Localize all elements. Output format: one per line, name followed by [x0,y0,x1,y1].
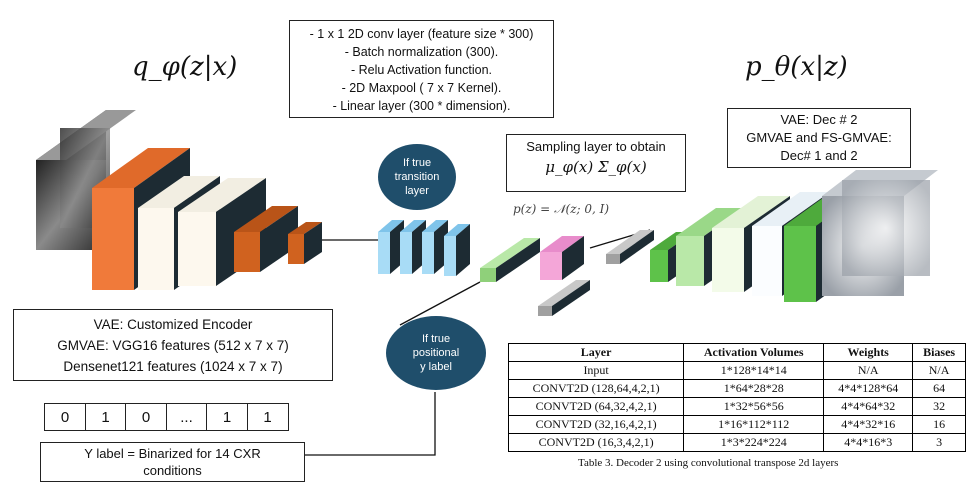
table-caption: Table 3. Decoder 2 using convolutional t… [578,457,839,469]
circle-line: If true [402,157,432,169]
decoder-note-box: VAE: Dec # 2 GMVAE and FS-GMVAE: Dec# 1 … [727,108,911,168]
table-cell: 4*4*128*64 [823,379,914,398]
table-cell: 32 [912,397,966,416]
table-cell: 1*32*56*56 [683,397,825,416]
label-cell: 0 [125,403,167,431]
encoder-note-line: Densenet121 features (1024 x 7 x 7) [63,359,283,374]
table-cell: N/A [912,361,966,380]
table-cell: 4*4*32*16 [823,415,914,434]
table-row: Input 1*128*14*14 N/A N/A [507,361,966,380]
sampling-title: Sampling layer to obtain [526,139,666,154]
table-header-row: Layer Activation Volumes Weights Biases [507,343,966,362]
table-row: CONVT2D (128,64,4,2,1) 1*64*28*28 4*4*12… [507,379,966,398]
sampling-formula: μ_φ(x) Σ_φ(x) [545,158,647,176]
table-cell: 1*64*28*28 [683,379,825,398]
label-cell: ... [165,403,208,431]
label-cell: 1 [84,403,127,431]
table-cell: 3 [912,433,966,452]
decoder-title: p_θ(x|z) [745,52,848,82]
label-cell: 0 [44,403,86,431]
latent-vector-green [480,238,540,282]
table-cell: CONVT2D (32,16,4,2,1) [507,415,685,434]
table-cell: CONVT2D (64,32,4,2,1) [507,397,685,416]
table-header-cell: Layer [507,343,685,362]
table-header-cell: Biases [912,343,966,362]
conv-line: - Relu Activation function. [350,63,493,77]
y-label-vector: 0 1 0 ... 1 1 [44,403,289,431]
conv-description-box: - 1 x 1 2D conv layer (feature size * 30… [289,20,554,118]
table-row: CONVT2D (64,32,4,2,1) 1*32*56*56 4*4*64*… [507,397,966,416]
encoder-block [234,206,298,272]
transition-layer-circle: If true transition layer [378,144,456,210]
table-header-cell: Weights [823,343,914,362]
table-cell: 16 [912,415,966,434]
table-cell: N/A [823,361,914,380]
table-cell: 1*128*14*14 [683,361,825,380]
latent-mean-gray [538,280,590,316]
table-row: CONVT2D (32,16,4,2,1) 1*16*112*112 4*4*3… [507,415,966,434]
latent-sample-pink [540,236,584,280]
table-cell: CONVT2D (128,64,4,2,1) [507,379,685,398]
decoder-note-line: GMVAE and FS-GMVAE: [746,130,892,145]
decoder-note-line: Dec# 1 and 2 [780,148,858,163]
decoder-table: Layer Activation Volumes Weights Biases … [507,343,966,452]
encoder-note-line: GMVAE: VGG16 features (512 x 7 x 7) [57,338,289,353]
table-cell: 1*3*224*224 [683,433,825,452]
label-cell: 1 [246,403,289,431]
prior-formula: p(z) = 𝒩(z; 0, I) [513,202,610,216]
conv-line: - Batch normalization (300). [344,45,499,59]
decoder-note-line: VAE: Dec # 2 [780,112,858,127]
circle-line: positional [412,347,460,359]
transition-layer-blocks [378,220,470,276]
label-cell: 1 [206,403,248,431]
table-cell: 4*4*64*32 [823,397,914,416]
conv-line: - 1 x 1 2D conv layer (feature size * 30… [309,27,534,41]
encoder-note-line: VAE: Customized Encoder [93,317,253,332]
circle-line: layer [405,185,429,197]
sampling-layer-box: Sampling layer to obtain μ_φ(x) Σ_φ(x) [506,134,686,192]
y-label-note-line: conditions [143,463,202,478]
table-cell: Input [507,361,685,380]
encoder-block [288,222,322,264]
latent-var-gray [606,230,654,264]
encoder-title: q_φ(z|x) [132,52,238,82]
circle-line: If true [421,333,451,345]
table-cell: CONVT2D (16,3,4,2,1) [507,433,685,452]
circle-line: transition [394,171,440,183]
conv-line: - 2D Maxpool ( 7 x 7 Kernel). [341,81,502,95]
table-cell: 4*4*16*3 [823,433,914,452]
conv-line: - Linear layer (300 * dimension). [332,99,511,113]
table-header-cell: Activation Volumes [683,343,825,362]
table-cell: 64 [912,379,966,398]
positional-label-circle: If true positional y label [386,316,486,390]
table-cell: 1*16*112*112 [683,415,825,434]
table-row: CONVT2D (16,3,4,2,1) 1*3*224*224 4*4*16*… [507,433,966,452]
y-label-note-box: Y label = Binarized for 14 CXR condition… [40,442,305,482]
y-label-note-line: Y label = Binarized for 14 CXR [84,446,261,461]
encoder-note-box: VAE: Customized Encoder GMVAE: VGG16 fea… [13,309,333,381]
output-xray-image [822,170,938,296]
circle-line: y label [420,361,452,373]
